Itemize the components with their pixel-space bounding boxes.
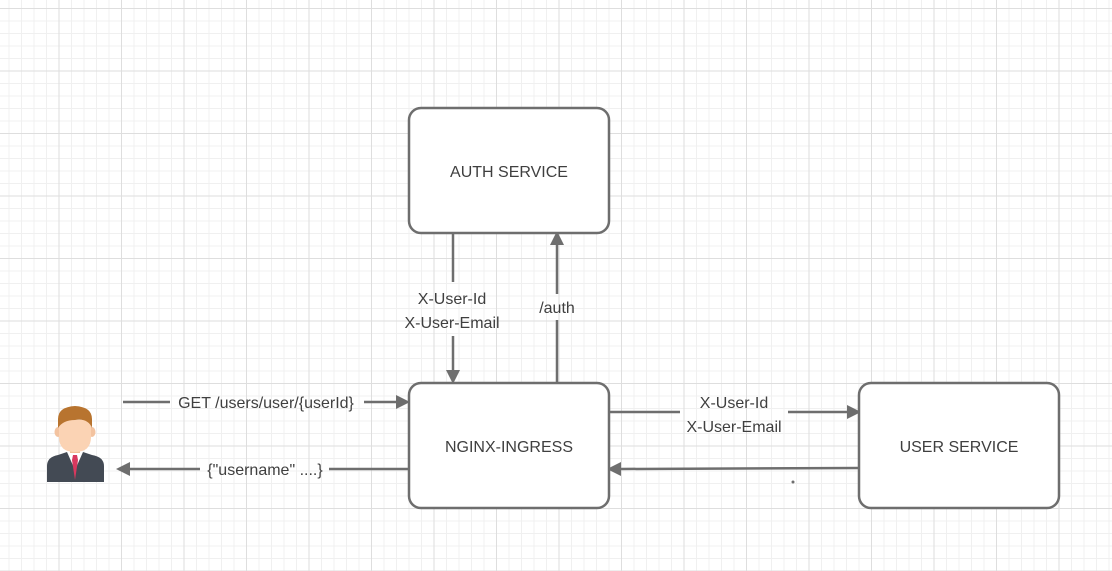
edge-label-auth-user-id: X-User-Id <box>418 291 486 308</box>
edge-label-response: {"username" ....} <box>207 462 323 479</box>
user-avatar-icon[interactable] <box>47 406 104 482</box>
edge-label-auth-path: /auth <box>539 300 575 317</box>
edge-client-request: GET /users/user/{userId} <box>123 395 410 412</box>
edge-client-response: {"username" ....} <box>116 462 408 479</box>
edge-auth-to-nginx: X-User-Id X-User-Email <box>404 233 500 384</box>
node-auth-service[interactable]: AUTH SERVICE <box>407 106 611 235</box>
edge-label-request: GET /users/user/{userId} <box>178 395 354 412</box>
edge-label-forward-user-id: X-User-Id <box>700 395 768 412</box>
node-auth-service-label: AUTH SERVICE <box>450 164 568 181</box>
stray-dot <box>791 480 795 484</box>
edge-label-auth-user-email: X-User-Email <box>404 315 499 332</box>
node-nginx-ingress-label: NGINX-INGRESS <box>445 439 573 456</box>
edge-nginx-to-user: X-User-Id X-User-Email <box>610 395 861 436</box>
edge-label-forward-user-email: X-User-Email <box>686 419 781 436</box>
edge-user-to-nginx <box>607 462 859 484</box>
edge-nginx-to-auth: /auth <box>539 231 575 382</box>
node-user-service-label: USER SERVICE <box>900 439 1019 456</box>
node-nginx-ingress[interactable]: NGINX-INGRESS <box>407 381 611 510</box>
node-user-service[interactable]: USER SERVICE <box>857 381 1061 510</box>
